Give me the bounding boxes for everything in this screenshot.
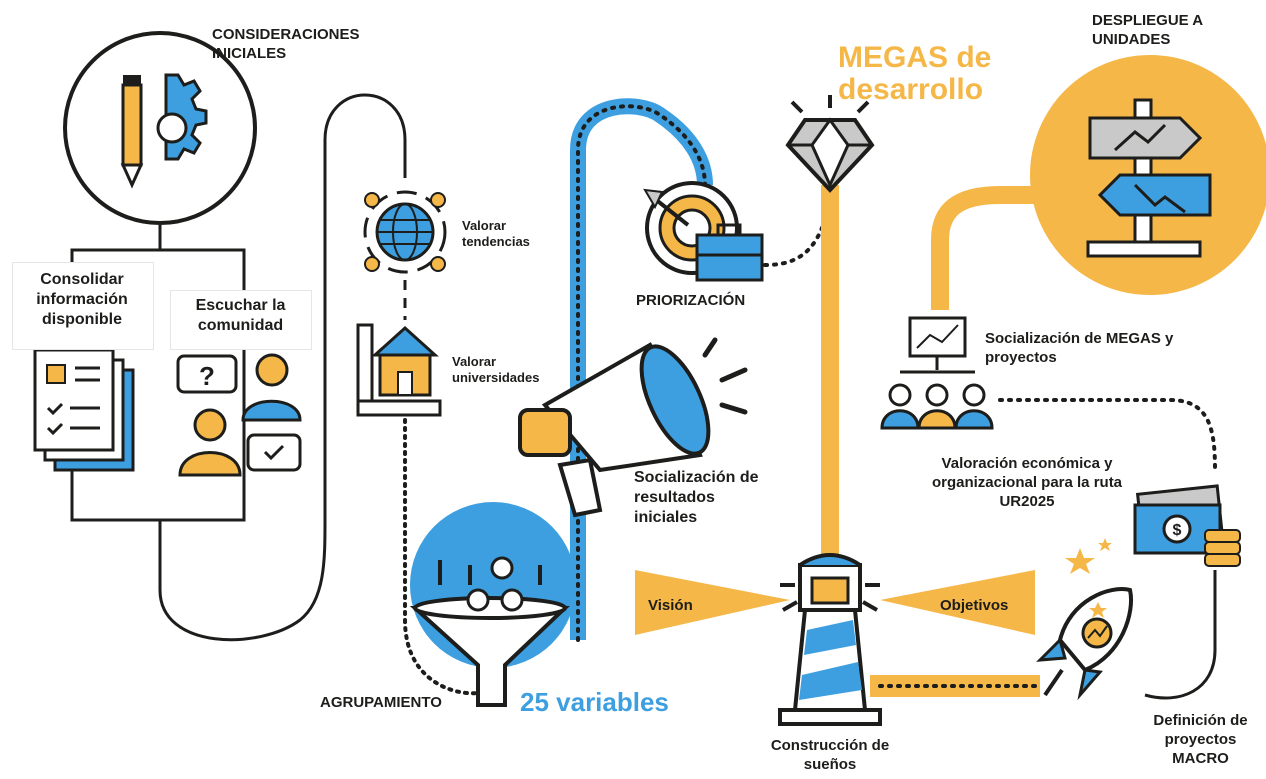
connector-orange-despliegue bbox=[931, 186, 1050, 310]
box-escuchar bbox=[170, 290, 312, 350]
label-vision: Visión bbox=[648, 597, 693, 614]
connector-dot-valoracion bbox=[998, 398, 1217, 472]
label-definicion: Definición de proyectos MACRO bbox=[1153, 712, 1248, 767]
university-building-icon bbox=[356, 323, 442, 417]
connector-money-rocket bbox=[1144, 570, 1217, 700]
megaphone-icon bbox=[518, 337, 748, 518]
diamond-icon bbox=[785, 95, 875, 193]
label-construccion: Construcción de sueños bbox=[770, 737, 890, 773]
team-chart-icon bbox=[880, 316, 994, 430]
label-despliegue: DESPLIEGUE A UNIDADES bbox=[1092, 12, 1203, 48]
label-priorizacion: PRIORIZACIÓN bbox=[636, 292, 746, 309]
community-chat-icon: ? bbox=[176, 353, 302, 477]
label-variables: 25 variables bbox=[520, 687, 669, 717]
connector-start bbox=[70, 225, 246, 522]
connector-orange-vertical bbox=[821, 185, 839, 565]
label-escuchar: Escuchar la comunidad bbox=[195, 297, 286, 334]
pencil-gear-icon bbox=[63, 31, 257, 225]
dollar-glyph: $ bbox=[1173, 522, 1182, 539]
rocket-icon bbox=[1036, 587, 1133, 701]
box-consolidar bbox=[12, 262, 154, 350]
target-briefcase-icon bbox=[643, 181, 764, 282]
label-socializacion-resultados: Socialización de resultados iniciales bbox=[634, 469, 759, 526]
question-mark-glyph: ? bbox=[199, 361, 215, 391]
connector-loop bbox=[158, 93, 407, 642]
connector-dot-megas bbox=[763, 198, 832, 267]
lighthouse-icon bbox=[635, 553, 1035, 726]
globe-icon bbox=[363, 190, 447, 274]
label-agrupamiento: AGRUPAMIENTO bbox=[320, 694, 442, 711]
label-tendencias: Valorar tendencias bbox=[462, 218, 530, 250]
label-universidades: Valorar universidades bbox=[452, 354, 540, 386]
documents-icon bbox=[33, 348, 135, 472]
label-valoracion: Valoración económica y organizacional pa… bbox=[931, 455, 1123, 510]
connector-blue-dots bbox=[576, 104, 707, 642]
star-icon bbox=[1065, 538, 1112, 618]
label-consolidar: Consolidar información disponible bbox=[36, 271, 128, 328]
money-icon: $ bbox=[1133, 484, 1241, 567]
label-consideraciones: CONSIDERACIONES INICIALES bbox=[212, 26, 360, 62]
label-objetivos: Objetivos bbox=[940, 597, 1009, 614]
funnel-icon bbox=[409, 502, 576, 707]
signpost-icon bbox=[1030, 55, 1266, 295]
label-socializacion-megas: Socialización de MEGAS y proyectos bbox=[985, 330, 1174, 366]
label-megas: MEGAS de desarrollo bbox=[838, 41, 992, 106]
